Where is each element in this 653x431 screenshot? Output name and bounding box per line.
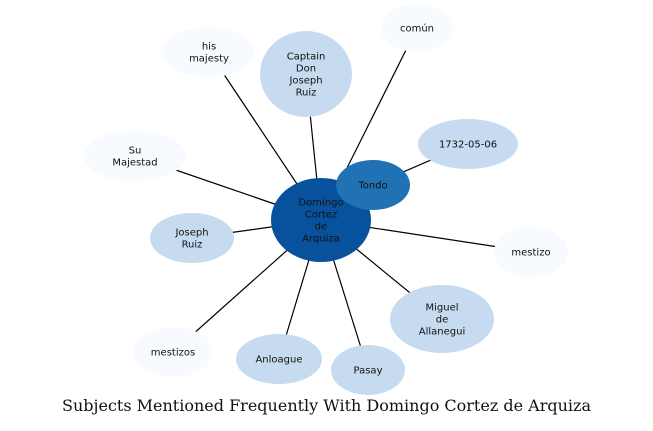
node-captain-don-joseph-ruiz-label: Don — [296, 64, 316, 75]
node-captain-don-joseph-ruiz-ellipse — [260, 31, 352, 117]
node-mestizos-ellipse — [133, 327, 213, 377]
node-comun: común — [381, 4, 453, 52]
node-joseph-ruiz-label: Ruiz — [182, 240, 203, 251]
node-date-1732-05-06: 1732-05-06 — [418, 119, 518, 169]
node-captain-don-joseph-ruiz-label: Ruiz — [296, 88, 317, 99]
node-anloague-ellipse — [236, 334, 322, 384]
node-his-majesty-ellipse — [163, 27, 255, 77]
diagram-title: Subjects Mentioned Frequently With Domin… — [62, 396, 591, 415]
node-miguel-de-allanegui-label: de — [436, 315, 449, 326]
node-joseph-ruiz-label: Joseph — [174, 228, 208, 239]
node-pasay-ellipse — [331, 345, 405, 395]
node-mestizos: mestizos — [133, 327, 213, 377]
node-su-majestad-ellipse — [84, 131, 186, 181]
node-center-label: Arquiza — [302, 234, 340, 245]
node-hub-ellipse — [336, 160, 410, 210]
node-his-majesty-label: his — [202, 42, 216, 53]
node-mestizo-label: mestizo — [511, 248, 550, 259]
node-miguel-de-allanegui-ellipse — [390, 285, 494, 353]
node-pasay-label: Pasay — [354, 366, 383, 377]
node-date-1732-05-06-ellipse — [418, 119, 518, 169]
node-su-majestad-label: Majestad — [112, 158, 157, 169]
node-captain-don-joseph-ruiz-label: Captain — [287, 52, 326, 63]
node-comun-label: común — [400, 23, 434, 35]
node-miguel-de-allanegui-label: Allanegui — [419, 327, 465, 338]
node-joseph-ruiz-ellipse — [150, 213, 234, 263]
node-pasay: Pasay — [331, 345, 405, 395]
node-mestizo: mestizo — [494, 227, 568, 277]
node-comun-ellipse — [381, 4, 453, 52]
node-hub-label: Tondo — [357, 181, 387, 192]
node-date-1732-05-06-label: 1732-05-06 — [439, 140, 497, 151]
node-mestizo-ellipse — [494, 227, 568, 277]
node-his-majesty-label: majesty — [189, 54, 229, 65]
node-miguel-de-allanegui-label: Miguel — [425, 303, 458, 314]
node-mestizos-label: mestizos — [151, 348, 195, 359]
node-captain-don-joseph-ruiz-label: Joseph — [288, 76, 322, 87]
node-su-majestad-label: Su — [129, 146, 142, 157]
node-hub: Tondo — [336, 160, 410, 210]
node-anloague-label: Anloague — [255, 355, 302, 366]
node-center-label: Cortez — [305, 210, 338, 221]
node-anloague: Anloague — [236, 334, 322, 384]
node-center-label: Domingo — [298, 198, 343, 209]
node-center-label: de — [315, 222, 328, 233]
